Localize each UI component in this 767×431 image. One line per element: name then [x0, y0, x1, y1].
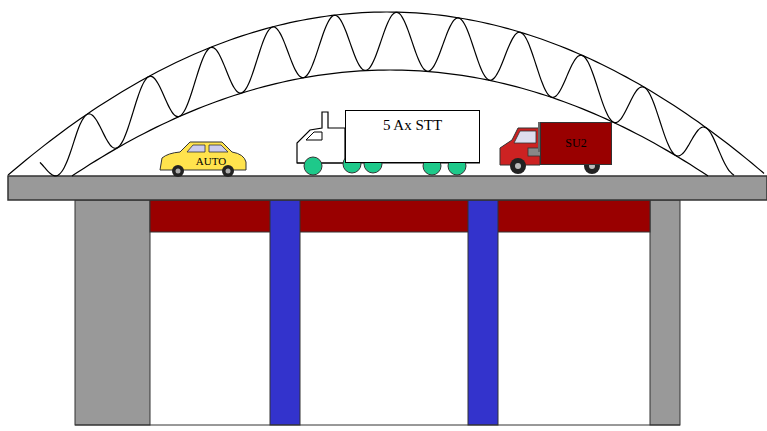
ground-line — [75, 425, 680, 426]
vehicle-label: AUTO — [196, 155, 226, 167]
column — [468, 200, 498, 425]
bridge-deck — [8, 176, 767, 200]
right-abutment — [650, 200, 680, 425]
arch-chord — [8, 12, 764, 175]
column — [270, 200, 300, 425]
arch-chord — [40, 12, 734, 176]
car-icon — [160, 142, 246, 177]
cap-beam — [150, 200, 650, 232]
vehicle-label: SU2 — [565, 136, 586, 151]
truck-body: SU2 — [540, 122, 612, 165]
car-body: AUTO — [186, 153, 236, 169]
trailer-box: 5 Ax STT — [345, 110, 480, 163]
left-abutment — [75, 200, 150, 425]
arch-chord — [72, 70, 708, 176]
truss-arch — [8, 12, 764, 176]
vehicle-label: 5 Ax STT — [383, 117, 442, 134]
